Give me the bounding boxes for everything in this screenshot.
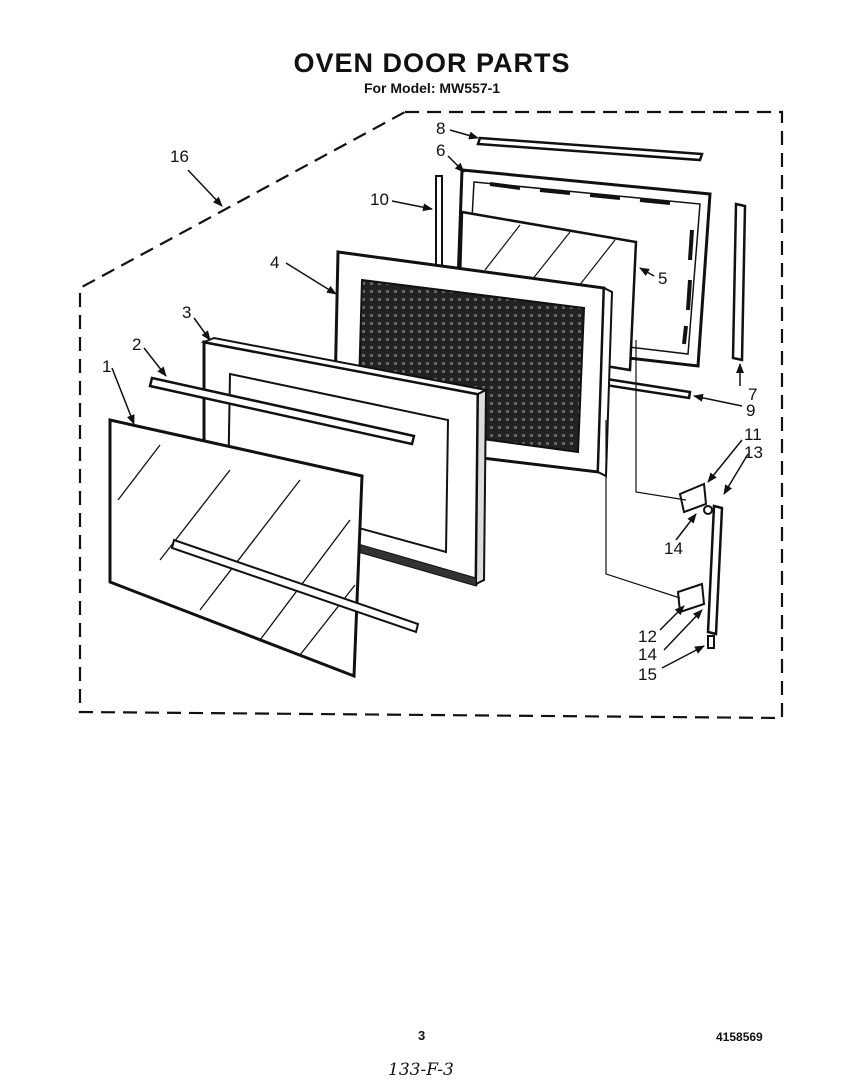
callout-8: 8 bbox=[436, 119, 445, 138]
hinge-connector-upper bbox=[635, 340, 687, 501]
callout-11: 11 bbox=[744, 425, 762, 444]
callout-5: 5 bbox=[658, 269, 667, 288]
document-number: 4158569 bbox=[716, 1030, 763, 1044]
part-8-top-strip bbox=[476, 136, 704, 162]
leader-arrows bbox=[111, 129, 749, 669]
part-2-choke-strip bbox=[148, 376, 416, 446]
page-title: OVEN DOOR PARTS bbox=[293, 48, 571, 78]
callout-14-upper: 14 bbox=[664, 539, 683, 558]
callout-6: 6 bbox=[436, 141, 445, 160]
part-7-side-strip bbox=[731, 202, 747, 362]
handwritten-note: 133-F-3 bbox=[388, 1060, 454, 1080]
parts-11-15-hinge bbox=[676, 482, 724, 649]
callout-10: 10 bbox=[370, 190, 389, 209]
model-subtitle: For Model: MW557-1 bbox=[363, 80, 501, 96]
page-number: 3 bbox=[418, 1028, 426, 1043]
callout-9: 9 bbox=[746, 401, 755, 420]
callout-2: 2 bbox=[132, 335, 141, 354]
callout-4: 4 bbox=[270, 253, 279, 272]
callout-15: 15 bbox=[638, 665, 657, 684]
callout-3: 3 bbox=[182, 303, 191, 322]
callout-1: 1 bbox=[102, 357, 111, 376]
assembly-boundary bbox=[78, 110, 784, 720]
callout-14-lower: 14 bbox=[638, 645, 657, 664]
callout-7: 7 bbox=[748, 385, 757, 404]
callout-13: 13 bbox=[744, 443, 763, 462]
callout-16: 16 bbox=[170, 147, 189, 166]
hinge-connector-lower bbox=[605, 420, 681, 599]
callout-12: 12 bbox=[638, 627, 657, 646]
part-9-bottom-strip bbox=[597, 376, 692, 400]
part-1-outer-glass bbox=[108, 418, 420, 679]
